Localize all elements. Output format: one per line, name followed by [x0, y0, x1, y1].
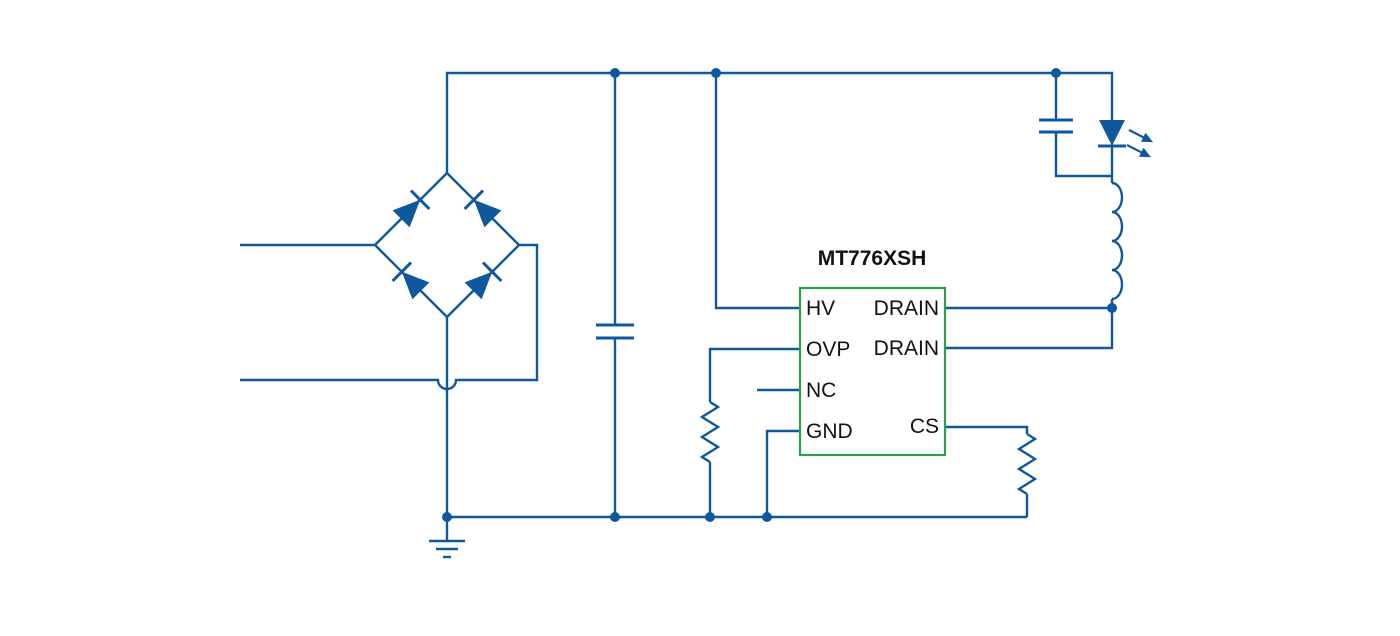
junction-dot — [442, 512, 452, 522]
junction-dots — [442, 68, 1117, 522]
pin-label-nc: NC — [806, 379, 836, 402]
output-capacitor — [1039, 73, 1112, 178]
junction-dot — [711, 68, 721, 78]
dc-positive-rail — [445, 71, 1114, 173]
junction-dot — [1107, 303, 1117, 313]
drain-wire-2 — [945, 299, 1114, 350]
junction-dot — [1051, 68, 1061, 78]
junction-dot — [762, 512, 772, 522]
pin-label-hv: HV — [806, 297, 835, 320]
ac-input-line-bottom — [240, 243, 539, 391]
led — [1098, 120, 1157, 183]
bridge-rectifier — [373, 171, 521, 319]
pin-label-drain-1: DRAIN — [874, 297, 939, 320]
pin-label-drain-2: DRAIN — [874, 337, 939, 360]
junction-dot — [610, 68, 620, 78]
gnd-wire — [765, 429, 800, 517]
output-inductor — [1111, 181, 1124, 301]
cs-sense-resistor — [1017, 432, 1037, 496]
bridge-diamond — [373, 171, 521, 319]
ground-symbol — [429, 517, 465, 559]
cs-wire — [945, 425, 1029, 434]
junction-dot — [705, 512, 715, 522]
led-triangle — [1099, 120, 1125, 146]
pin-label-cs: CS — [910, 415, 939, 438]
ovp-resistor — [700, 400, 720, 464]
filter-capacitor — [596, 73, 634, 517]
pin-label-ovp: OVP — [806, 338, 850, 361]
pin-label-gnd: GND — [806, 420, 853, 443]
junction-dot — [610, 512, 620, 522]
ovp-wire — [708, 347, 800, 402]
hv-wire — [714, 73, 800, 310]
led-light-arrow-2 — [1123, 139, 1155, 163]
ic-body — [798, 286, 947, 457]
ic-part-number: MT776XSH — [818, 247, 927, 270]
led-light-arrow-1 — [1125, 124, 1157, 148]
